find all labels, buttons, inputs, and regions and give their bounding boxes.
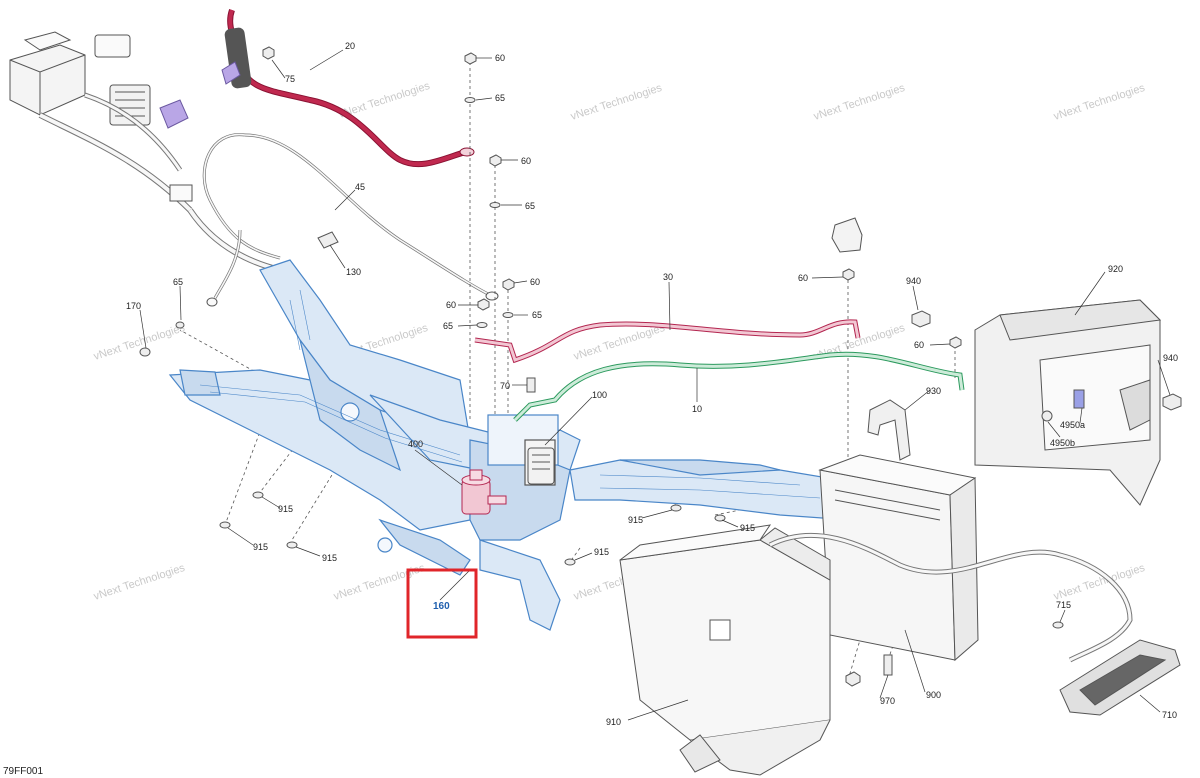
tail-light-harness [768, 533, 1133, 663]
callout-4950a[interactable]: 4950a [1060, 420, 1085, 430]
callout-940[interactable]: 940 [906, 276, 921, 286]
nut-75 [262, 46, 275, 60]
wiring-harness [9, 31, 499, 307]
callout-60[interactable]: 60 [446, 300, 456, 310]
watermark: vNext Technologies [92, 562, 187, 603]
negative-cable-10 [513, 351, 965, 422]
hardware [139, 52, 1182, 687]
callout-710[interactable]: 710 [1162, 710, 1177, 720]
positive-cable-30 [474, 319, 861, 364]
callout-100[interactable]: 100 [592, 390, 607, 400]
callout-915[interactable]: 915 [322, 553, 337, 563]
callout-75[interactable]: 75 [285, 74, 295, 84]
starter-solenoid-400 [461, 469, 507, 515]
watermark: vNext Technologies [1052, 82, 1147, 123]
figure-code: 79FF001 [3, 766, 43, 777]
selection-box [406, 568, 478, 639]
callout-940[interactable]: 940 [1163, 353, 1178, 363]
callout-900[interactable]: 900 [926, 690, 941, 700]
callout-60[interactable]: 60 [914, 340, 924, 350]
callout-10[interactable]: 10 [692, 404, 702, 414]
strap-930 [867, 399, 911, 461]
callout-915[interactable]: 915 [740, 523, 755, 533]
callout-130[interactable]: 130 [346, 267, 361, 277]
callout-20[interactable]: 20 [345, 41, 355, 51]
callout-30[interactable]: 30 [663, 272, 673, 282]
watermark: vNext Technologies [1052, 562, 1147, 603]
callout-915[interactable]: 915 [278, 504, 293, 514]
callout-65[interactable]: 65 [532, 310, 542, 320]
callout-65[interactable]: 65 [525, 201, 535, 211]
callout-970[interactable]: 970 [880, 696, 895, 706]
watermark: vNext Technologies [569, 82, 664, 123]
callout-930[interactable]: 930 [926, 386, 941, 396]
watermark: vNext Technologies [812, 82, 907, 123]
callout-915[interactable]: 915 [628, 515, 643, 525]
callouts: 20 75 45 130 60 65 60 65 60 65 60 65 70 … [126, 41, 1178, 727]
callout-915[interactable]: 915 [253, 542, 268, 552]
callout-65[interactable]: 65 [495, 93, 505, 103]
callout-4950b[interactable]: 4950b [1050, 438, 1075, 448]
callout-400[interactable]: 400 [408, 439, 423, 449]
callout-170[interactable]: 170 [126, 301, 141, 311]
callout-65[interactable]: 65 [443, 321, 453, 331]
callout-60[interactable]: 60 [798, 273, 808, 283]
relay-100 [527, 447, 555, 485]
callout-160[interactable]: 160 [433, 601, 450, 612]
tail-light-710 [1059, 639, 1181, 716]
side-cover-920 [974, 299, 1162, 506]
callout-60[interactable]: 60 [530, 277, 540, 287]
watermark: vNext Technologies [92, 322, 187, 363]
positive-battery-cable [159, 9, 475, 168]
leader-lines [139, 49, 1171, 721]
callout-70[interactable]: 70 [500, 381, 510, 391]
selected-part-160[interactable]: 160 [406, 568, 478, 639]
callout-920[interactable]: 920 [1108, 264, 1123, 274]
callout-45[interactable]: 45 [355, 182, 365, 192]
frame-detail [199, 289, 821, 499]
callout-915[interactable]: 915 [594, 547, 609, 557]
battery-900 [818, 454, 979, 662]
callout-65[interactable]: 65 [173, 277, 183, 287]
callout-60[interactable]: 60 [521, 156, 531, 166]
battery-box-910 [619, 524, 831, 776]
callout-715[interactable]: 715 [1056, 600, 1071, 610]
callout-60[interactable]: 60 [495, 53, 505, 63]
callout-910[interactable]: 910 [606, 717, 621, 727]
watermark: vNext Technologies [332, 562, 427, 603]
clip-130 [317, 231, 339, 249]
